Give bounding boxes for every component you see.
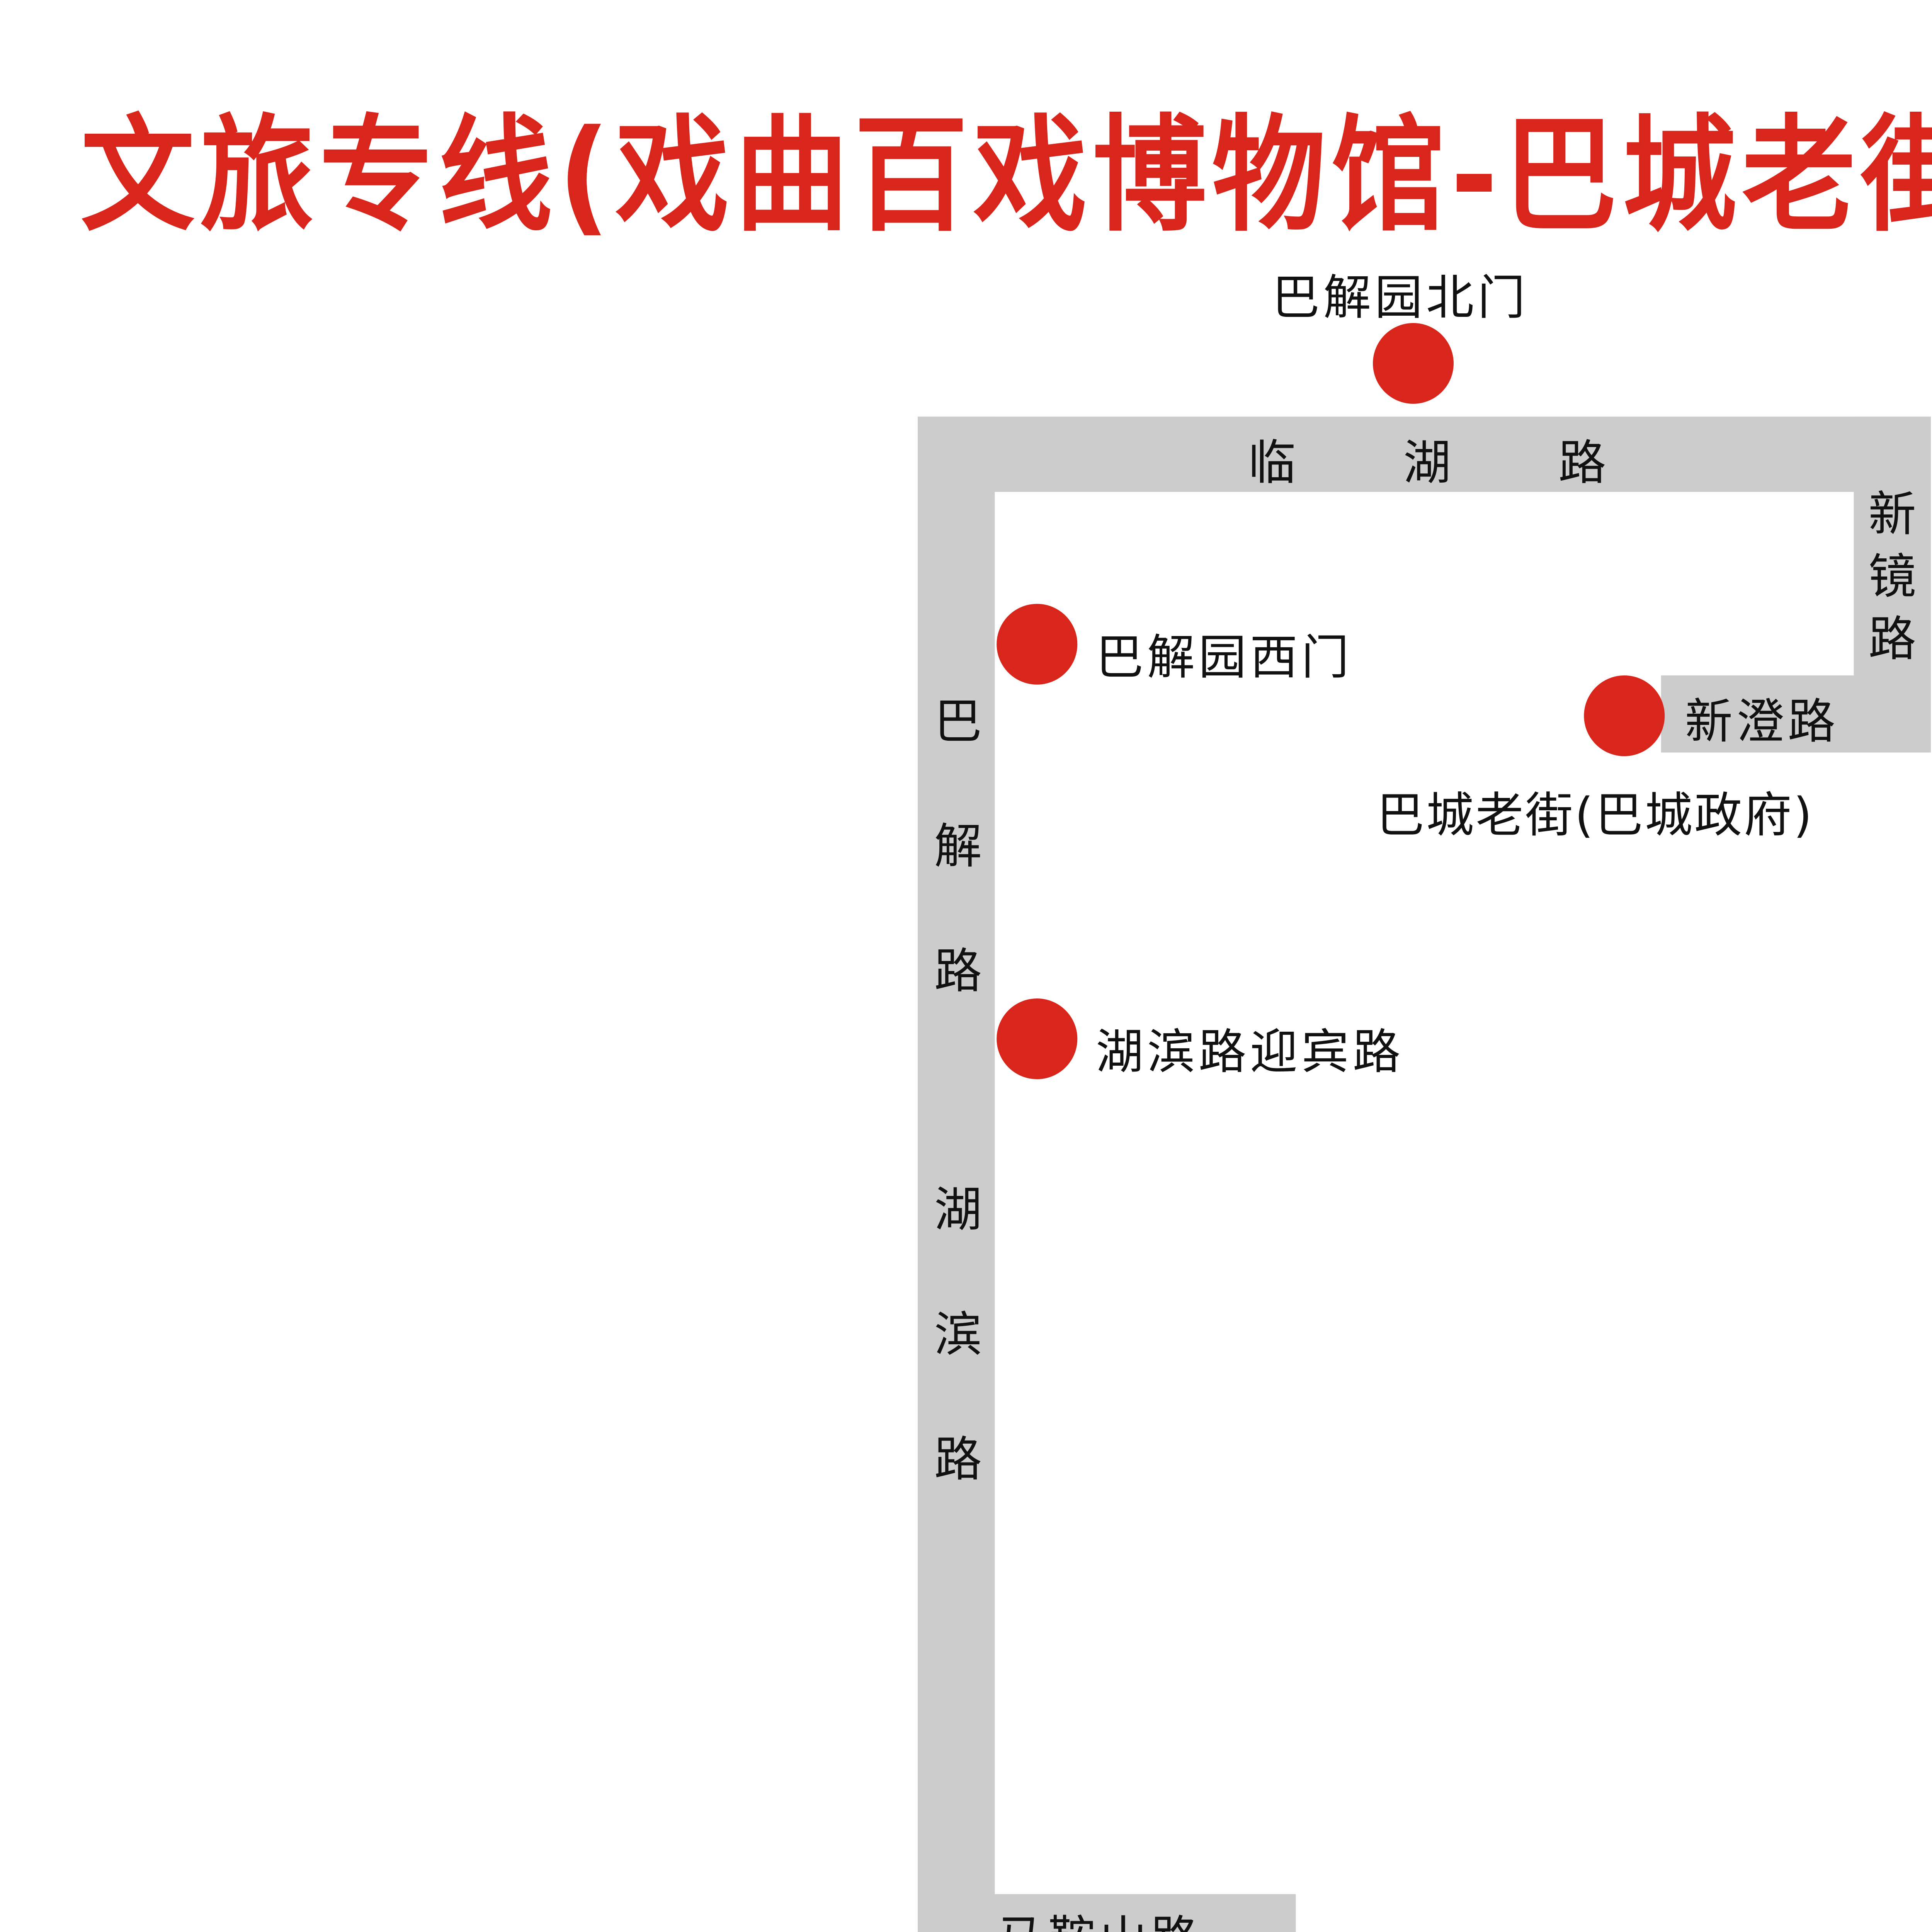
stop-label-bacheng-old-street: 巴城老街(巴城政府) — [1376, 789, 1814, 845]
road-label-xincheng-east: 新澄路 — [1685, 696, 1839, 751]
stop-label-bajie-west: 巴解园西门 — [1095, 631, 1353, 687]
stop-marker-bajie-west[interactable] — [997, 604, 1078, 685]
stop-marker-bajie-north[interactable] — [1373, 323, 1454, 404]
stop-label-hubin-yingbin: 湖滨路迎宾路 — [1095, 1026, 1404, 1081]
road-xincheng-east — [1661, 675, 1931, 753]
road-label-hubin: 湖滨路 — [934, 1184, 982, 1489]
road-label-xinjing: 新镜路 — [1868, 488, 1916, 668]
road-bajie-hubin — [918, 417, 995, 1932]
road-label-maanshan: 马鞍山路 — [997, 1901, 1202, 1932]
road-label-bajie: 巴解路 — [934, 696, 982, 1000]
road-label-linhu: 临 湖 路 — [1248, 437, 1632, 492]
road-linhu — [918, 417, 1931, 492]
road-xincheng — [1224, 1894, 1296, 1932]
stop-label-bajie-north: 巴解园北门 — [1272, 272, 1529, 327]
stop-marker-bacheng-old-street[interactable] — [1584, 675, 1665, 756]
map-title: 文旅专线(戏曲百戏博物馆-巴城老街)走向示意图 — [81, 102, 1932, 249]
stop-marker-hubin-yingbin[interactable] — [997, 998, 1078, 1079]
